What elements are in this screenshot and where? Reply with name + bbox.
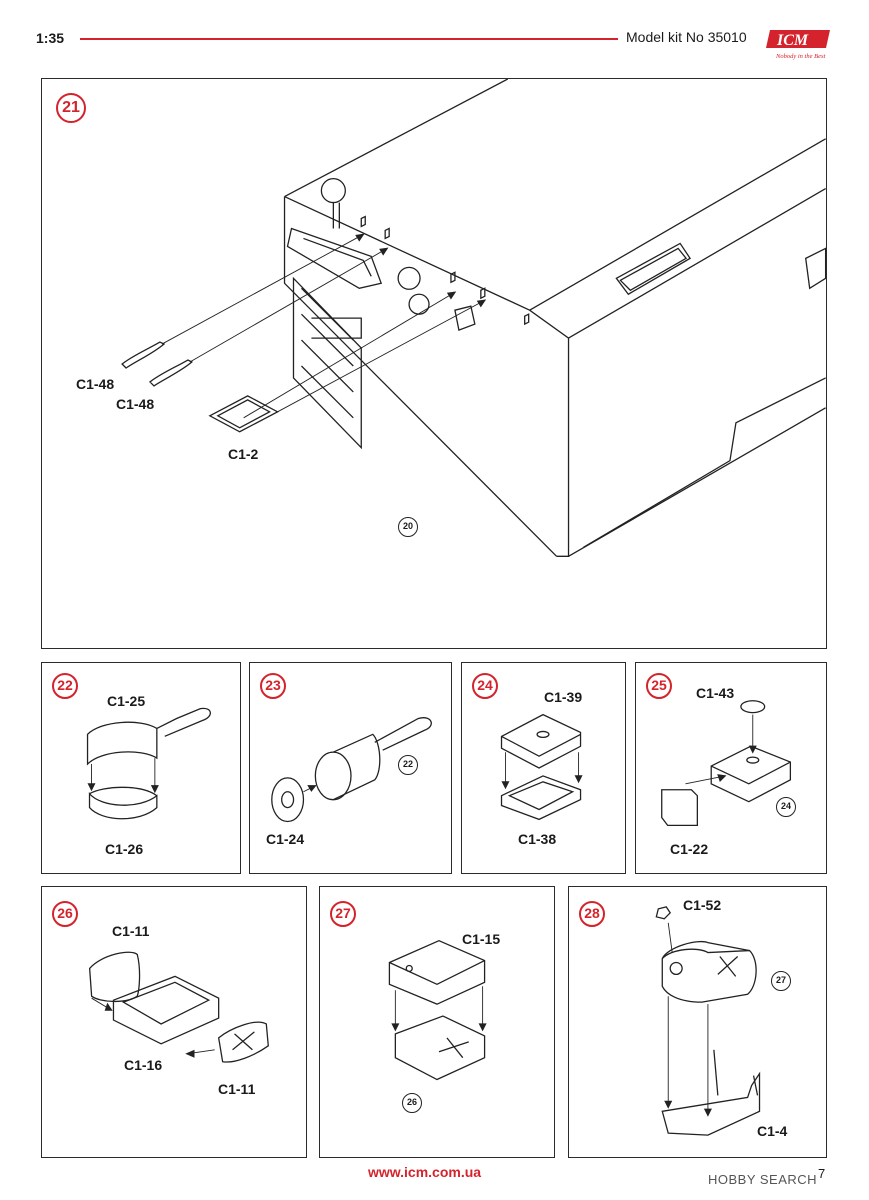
part-label-c1-16: C1-16 [124,1057,163,1073]
step-24-illustration [500,713,583,821]
step-28-panel: 28 C1-52 C1-4 27 [568,886,827,1158]
step-22-panel: 22 C1-25 C1-26 [41,662,241,874]
part-label-c1-11-a: C1-11 [112,923,150,939]
ref-step-24: 24 [776,797,796,817]
ref-step-27: 27 [771,971,791,991]
step-27-number: 27 [330,901,356,927]
ref-step-22: 22 [398,755,418,775]
step-24-panel: 24 C1-39 C1-38 [461,662,626,874]
part-label-c1-4: C1-4 [757,1123,788,1139]
part-label-c1-2: C1-2 [228,446,259,462]
watermark: HOBBY SEARCH [708,1172,818,1187]
logo-tagline: Nobody in the Best [775,53,825,60]
step-27-illustration [388,939,487,1081]
part-label-c1-52: C1-52 [683,897,722,913]
page-number: 7 [818,1166,826,1181]
part-label-c1-48-a: C1-48 [76,376,115,392]
step-21-illustration [121,79,826,557]
part-label-c1-15: C1-15 [462,931,501,947]
part-label-c1-48-b: C1-48 [116,396,155,412]
step-26-number: 26 [52,901,78,927]
part-label-c1-39: C1-39 [544,689,583,705]
part-label-c1-11-b: C1-11 [218,1081,256,1097]
step-26-panel: 26 C1-11 C1-16 C1-11 [41,886,307,1158]
part-label-c1-26: C1-26 [105,841,144,857]
step-25-illustration [661,700,792,827]
part-label-c1-22: C1-22 [670,841,709,857]
website-link[interactable]: www.icm.com.ua [368,1164,482,1180]
kit-number: Model kit No 35010 [626,29,747,45]
step-24-number: 24 [472,673,498,699]
part-label-c1-24: C1-24 [266,831,305,847]
ref-step-26: 26 [402,1093,422,1113]
part-label-c1-25: C1-25 [107,693,146,709]
step-28-number: 28 [579,901,605,927]
scale-label: 1:35 [36,30,65,46]
step-25-panel: 25 C1-43 C1-22 24 [635,662,827,874]
step-27-panel: 27 C1-15 26 [319,886,555,1158]
step-25-number: 25 [646,673,672,699]
step-23-panel: 23 C1-24 22 [249,662,452,874]
step-28-illustration [655,906,761,1136]
step-21-panel: 21 C1-48 C1-48 C1-2 20 [41,78,827,649]
step-23-illustration [271,717,432,823]
part-label-c1-38: C1-38 [518,831,557,847]
step-22-illustration [86,707,211,820]
ref-step-20: 20 [398,517,418,537]
step-21-number: 21 [56,93,86,123]
logo-text: ICM [776,32,809,49]
step-22-number: 22 [52,673,78,699]
part-label-c1-43: C1-43 [696,685,735,701]
header-rule [80,38,618,40]
step-23-number: 23 [260,673,286,699]
icm-logo-icon: ICM Nobody in the Best [766,30,830,60]
step-26-illustration [88,951,269,1063]
